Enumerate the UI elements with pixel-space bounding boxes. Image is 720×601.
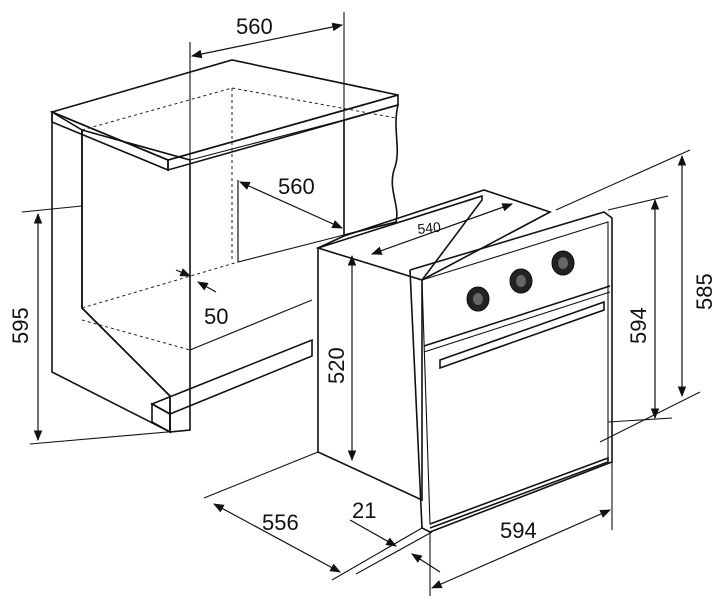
oven-control-panel-divider [423,285,611,347]
dimension-label-oven-front-width: 594 [500,518,537,543]
dimension-lines [21,12,701,596]
cabinet-hidden-edges [81,87,397,351]
dimension-label-oven-body-height: 520 [324,347,349,384]
oven-front [409,211,613,533]
dimension-label-cabinet-gap: 50 [204,304,228,329]
cabinet-countertop-side [167,93,399,172]
oven-control-panel-divider-2 [423,291,611,353]
dimension-label-cabinet-height: 595 [8,307,33,344]
oven-top [315,189,553,281]
oven [315,189,613,533]
cabinet-countertop-front [51,110,169,172]
control-knob-icon [551,250,575,276]
cabinet-floor-line [189,299,313,351]
dimension-label-oven-top-depth: 540 [417,219,442,237]
door-handle-icon [439,300,605,370]
control-knob-icon [509,268,533,294]
control-knob-icon [466,286,490,312]
dimension-label-oven-depth: 556 [262,510,299,535]
dimension-label-cabinet-top-width: 560 [236,14,273,39]
oven-door-bottom [429,456,609,529]
cabinet-left-panel [51,110,171,434]
cabinet-plinth [151,402,171,434]
oven-front-bezel [421,221,609,525]
dimension-labels: 560 560 595 50 540 520 594 585 556 21 59… [8,14,717,543]
dimension-label-cabinet-inner-width: 560 [278,174,315,199]
dimension-label-oven-total-height: 585 [692,273,717,310]
cabinet-left-panel-inner [81,128,191,433]
dimension-label-oven-front-thickness: 21 [352,498,376,523]
cabinet-right-panel [343,103,400,237]
dimension-label-oven-front-height: 594 [626,307,651,344]
cabinet-bottom-shelf [150,338,313,415]
